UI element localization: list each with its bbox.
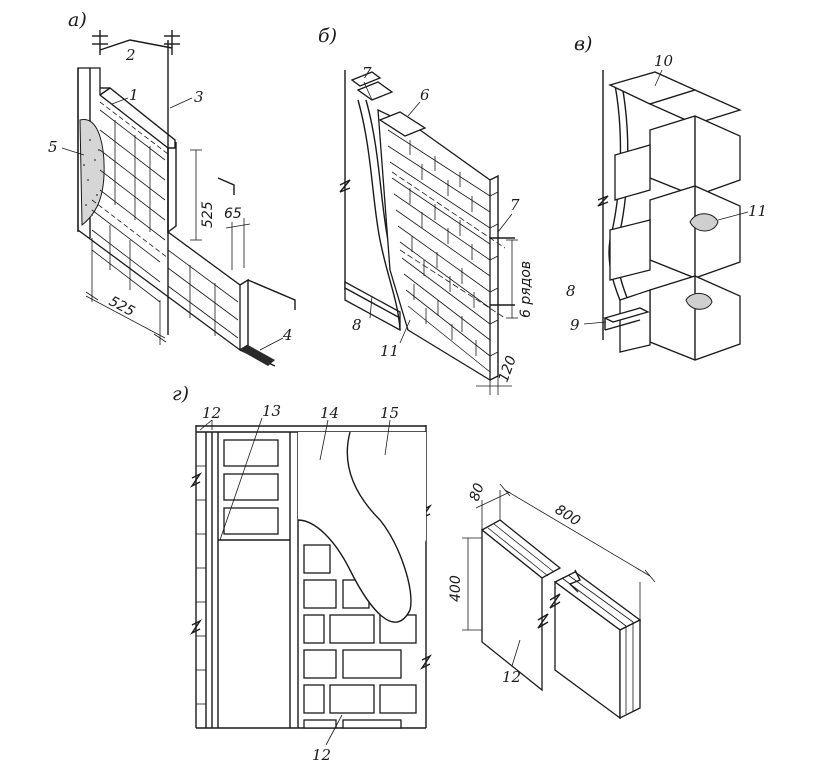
dim-slab-length: 800 bbox=[552, 502, 583, 530]
dim-slab-thickness: 80 bbox=[467, 481, 488, 503]
panel-g-title: г) bbox=[172, 383, 189, 405]
dim-a-height: 525 bbox=[200, 201, 216, 228]
callout-b-6: 6 bbox=[420, 86, 430, 104]
callout-b-7b: 7 bbox=[510, 196, 520, 214]
callout-g-12b: 12 bbox=[312, 746, 331, 764]
callout-g-15: 15 bbox=[380, 404, 399, 422]
callout-g-12a: 12 bbox=[202, 404, 221, 422]
callout-a-2: 2 bbox=[125, 46, 136, 64]
panel-g: г) bbox=[172, 383, 433, 764]
dim-a-width: 525 bbox=[106, 293, 137, 320]
dim-b-thickness: 120 bbox=[496, 354, 520, 385]
callout-v-11: 11 bbox=[748, 202, 767, 220]
panel-b-title: б) bbox=[318, 25, 337, 47]
callout-a-4: 4 bbox=[282, 326, 293, 344]
callout-a-3: 3 bbox=[194, 88, 204, 106]
callout-b-7a: 7 bbox=[362, 64, 372, 82]
panel-v-title: в) bbox=[574, 33, 592, 55]
panel-v: в) 10 11 8 bbox=[566, 33, 767, 361]
callout-b-11: 11 bbox=[380, 342, 399, 360]
slab-detail: 80 800 400 12 bbox=[448, 481, 656, 720]
dim-slab-height: 400 bbox=[448, 575, 464, 602]
callout-v-8: 8 bbox=[566, 282, 576, 300]
panel-a-title: а) bbox=[68, 9, 87, 31]
callout-g-14: 14 bbox=[320, 404, 339, 422]
dim-b-rows: 6 рядов bbox=[518, 261, 534, 318]
dim-a-thickness: 65 bbox=[224, 206, 242, 222]
callout-v-9: 9 bbox=[570, 316, 580, 334]
callout-a-5: 5 bbox=[48, 138, 58, 156]
callout-a-1: 1 bbox=[129, 86, 139, 104]
panel-a: а) 2 5 bbox=[48, 9, 296, 367]
panel-b: б) bbox=[318, 25, 534, 395]
callout-v-10: 10 bbox=[654, 52, 674, 70]
callout-slab-12: 12 bbox=[502, 668, 521, 686]
callout-b-8: 8 bbox=[352, 316, 362, 334]
callout-g-13: 13 bbox=[262, 402, 281, 420]
